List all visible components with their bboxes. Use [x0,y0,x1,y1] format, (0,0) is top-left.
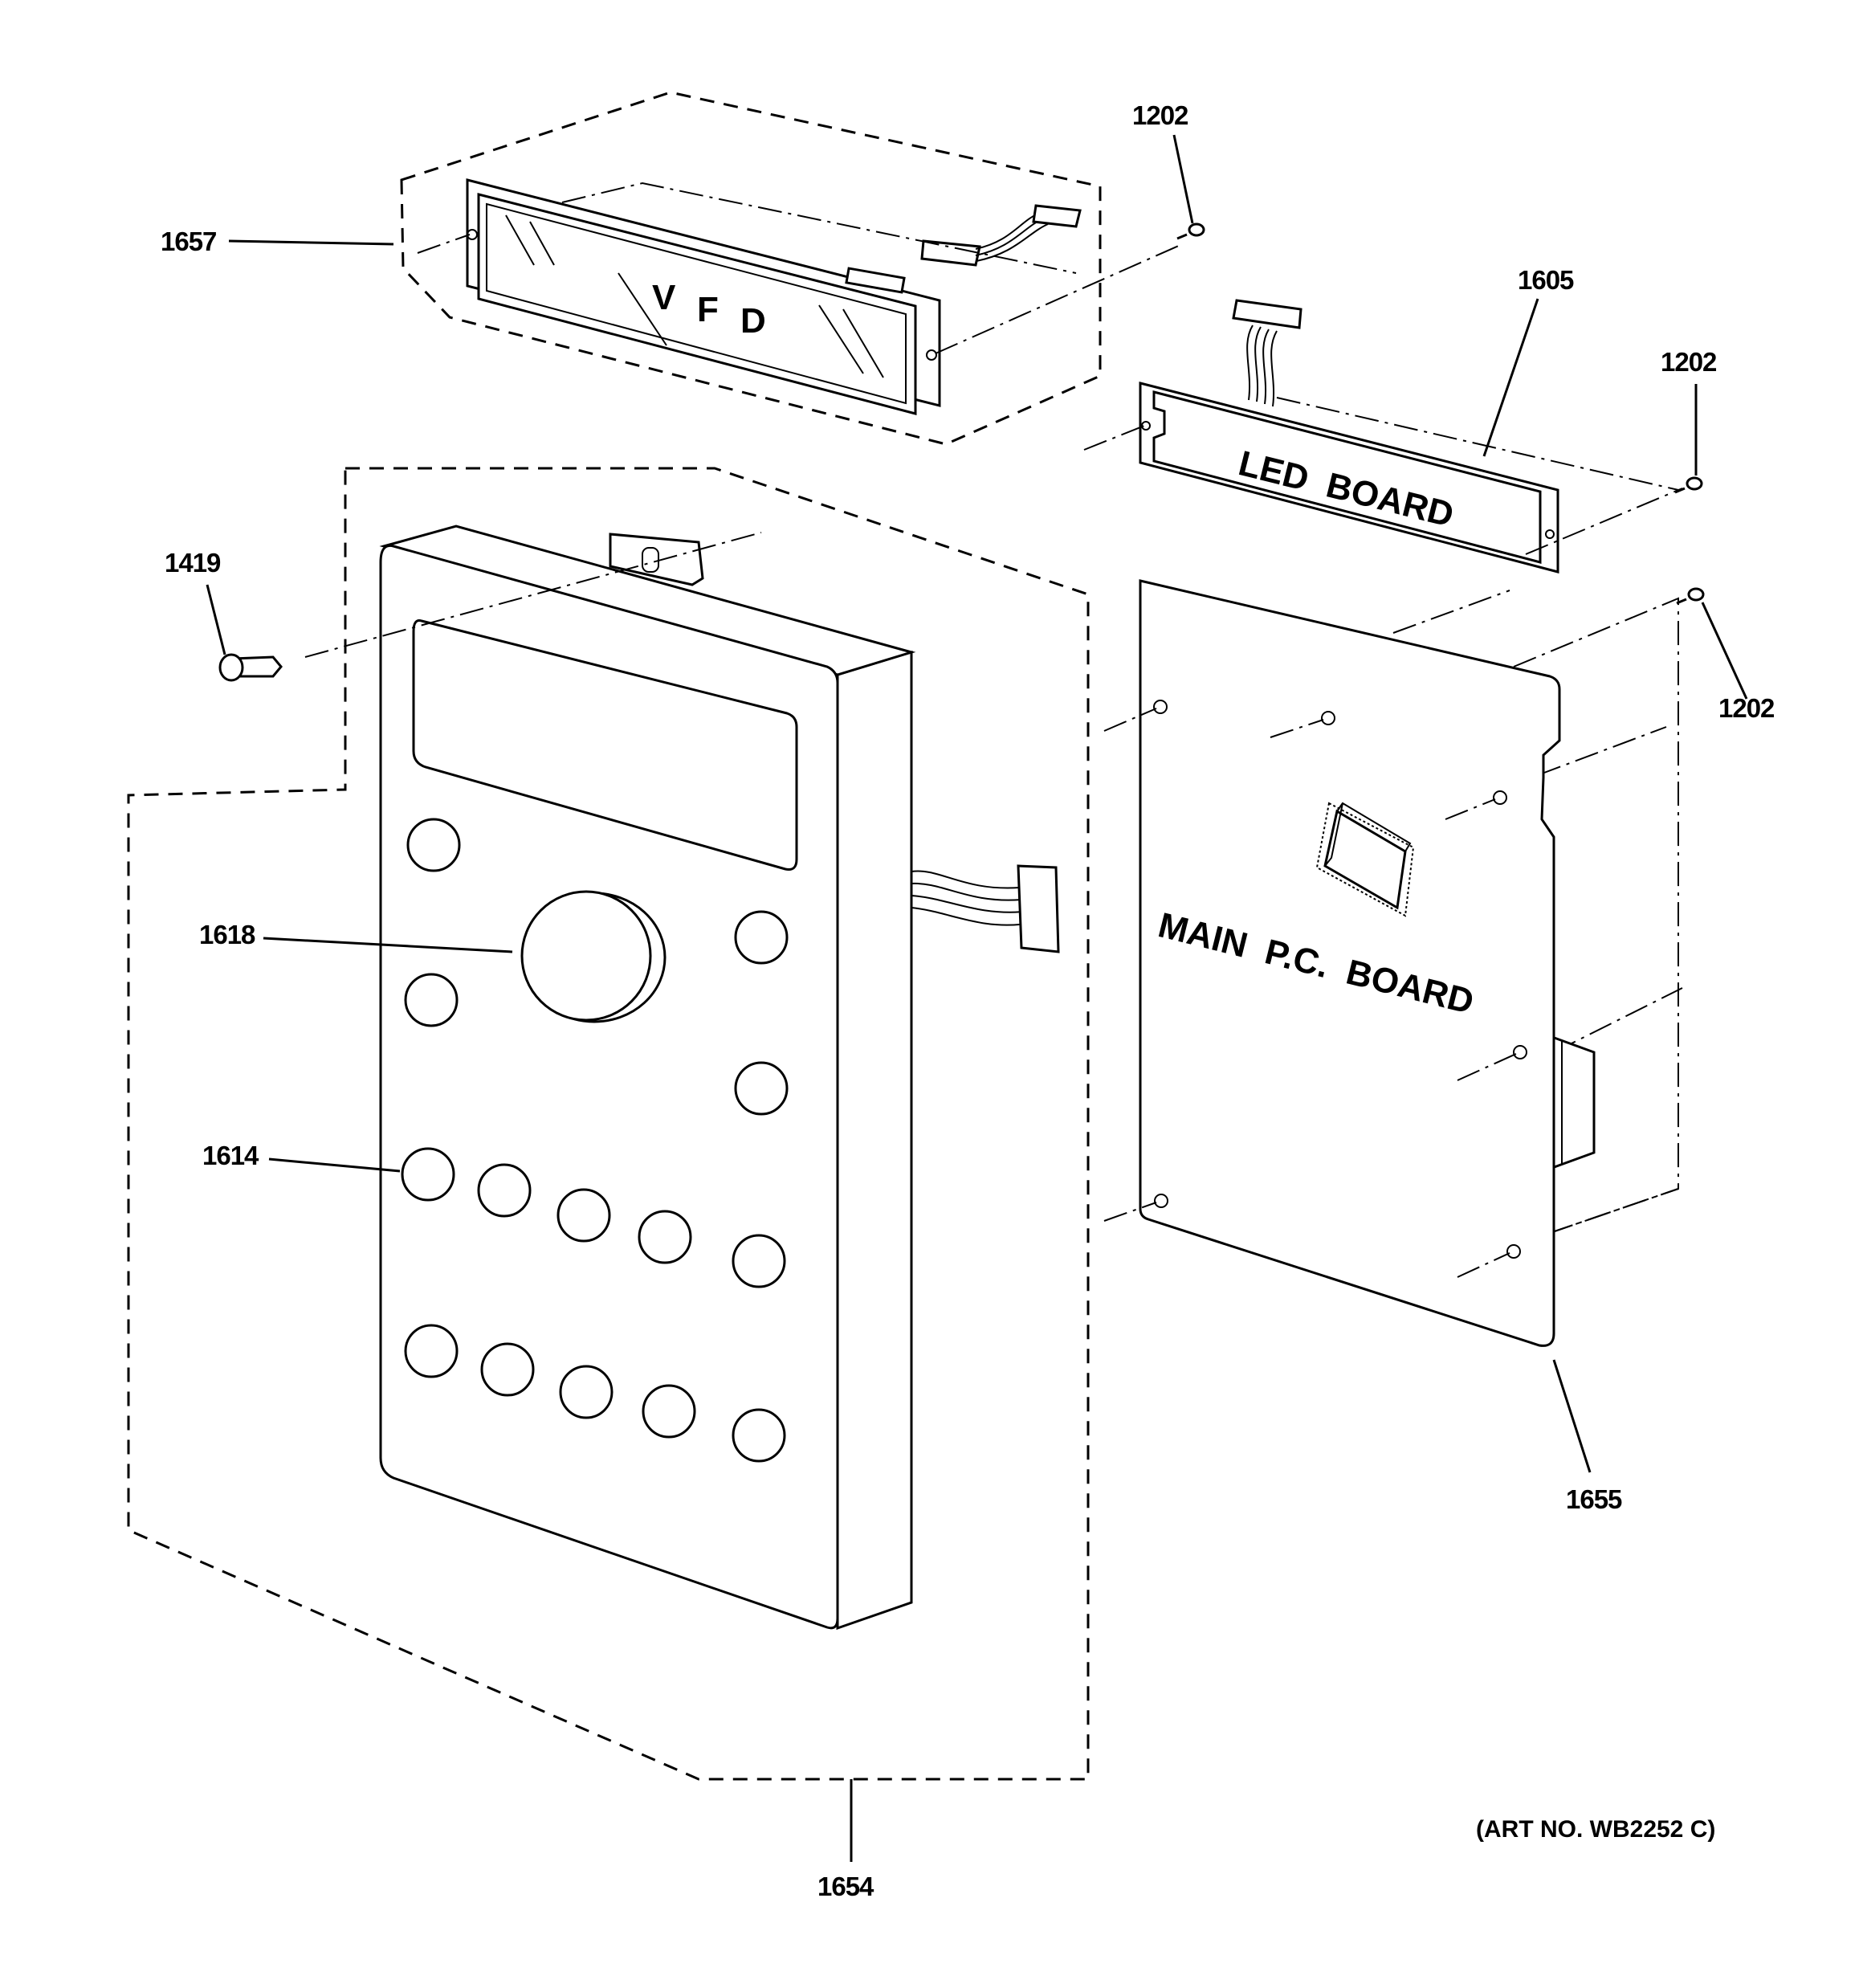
vfd-label-d: D [740,301,766,341]
led-board: LED BOARD [1083,299,1683,574]
chip-icon [1315,802,1415,917]
buttons-1614 [401,818,789,1463]
art-number: (ART NO. WB2252 C) [1476,1816,1715,1843]
callout-1657: 1657 [161,227,216,256]
main-pc-board: MAIN P.C. BOARD [1103,579,1683,1347]
callout-1419: 1419 [165,548,221,578]
screw-1419 [218,653,283,682]
vfd-label-v: V [652,278,676,317]
knob-1618 [520,890,667,1023]
leader-lines [206,134,1748,1862]
callout-1655: 1655 [1566,1484,1622,1514]
callout-1202-top: 1202 [1132,100,1188,130]
callout-1202-right: 1202 [1718,693,1775,723]
vfd-label-f: F [697,290,719,329]
control-panel-assembly [127,467,1090,1781]
callouts: 1657 1202 1605 1202 1419 1202 1618 1614 … [161,100,1775,1901]
callout-1618: 1618 [199,920,255,949]
callout-1654: 1654 [817,1872,874,1901]
screw-1202-mid [1674,476,1703,494]
screw-1202-top [1176,222,1205,240]
callout-1605: 1605 [1518,265,1574,295]
screw-1202-right [1676,587,1705,605]
callout-1614: 1614 [202,1141,259,1170]
vfd-assembly: V F D [400,91,1181,446]
callout-1202-mid: 1202 [1661,347,1717,377]
